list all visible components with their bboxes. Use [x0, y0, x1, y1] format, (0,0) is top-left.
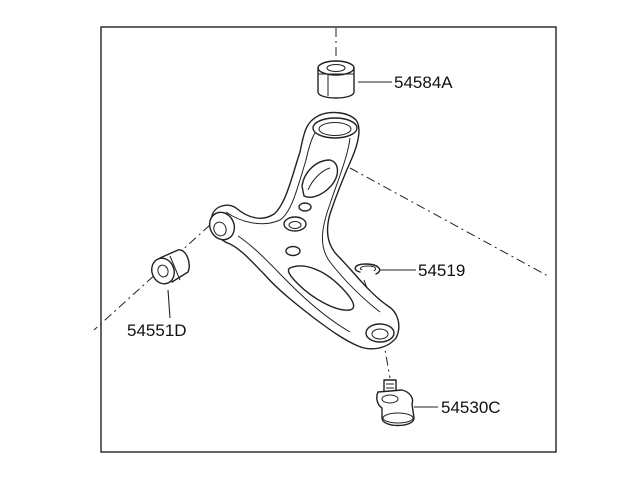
snap-ring	[354, 263, 381, 275]
upper-bushing	[317, 60, 355, 99]
front-bushing	[151, 249, 190, 285]
lower-control-arm	[208, 111, 400, 350]
ball-joint	[376, 379, 415, 427]
diagram-frame	[100, 26, 557, 453]
leader-lines	[167, 81, 438, 408]
part-label-54519: 54519	[418, 261, 465, 280]
part-label-54584a: 54584A	[394, 73, 453, 92]
part-label-54530c: 54530C	[441, 398, 501, 417]
part-label-54551d: 54551D	[127, 321, 187, 340]
